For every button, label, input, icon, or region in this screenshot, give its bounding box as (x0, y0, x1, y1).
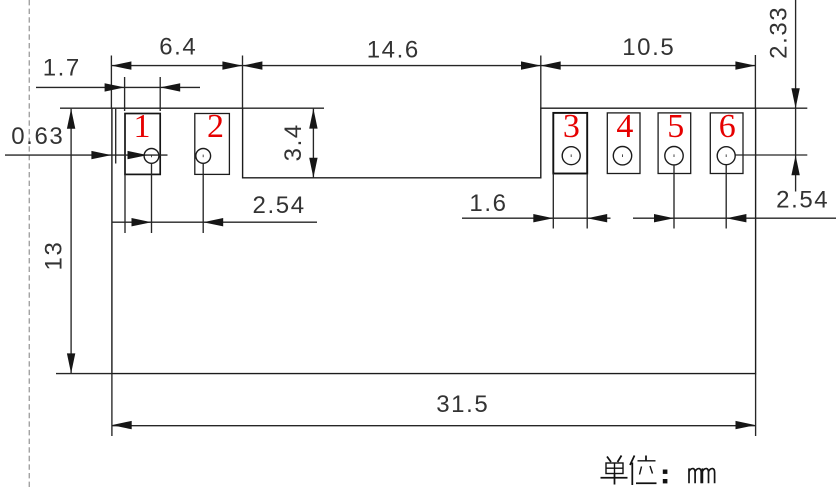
svg-text:6: 6 (719, 108, 736, 145)
svg-text:1.6: 1.6 (469, 190, 507, 217)
svg-text:10.5: 10.5 (622, 34, 675, 61)
svg-text:13: 13 (40, 241, 67, 271)
svg-text:1: 1 (134, 108, 151, 145)
svg-text:14.6: 14.6 (367, 37, 420, 64)
svg-text:2.54: 2.54 (253, 192, 306, 219)
svg-text:5: 5 (667, 108, 684, 145)
svg-text:4: 4 (616, 108, 633, 145)
svg-text:2: 2 (207, 108, 224, 145)
svg-text:2.54: 2.54 (776, 187, 829, 214)
svg-text:6.4: 6.4 (159, 34, 197, 61)
svg-text:3: 3 (563, 108, 580, 145)
svg-text:0.63: 0.63 (11, 123, 64, 150)
svg-text:2.33: 2.33 (765, 6, 792, 59)
svg-text:1.7: 1.7 (43, 55, 81, 82)
svg-text:3.4: 3.4 (280, 123, 307, 161)
svg-text:31.5: 31.5 (436, 391, 489, 418)
